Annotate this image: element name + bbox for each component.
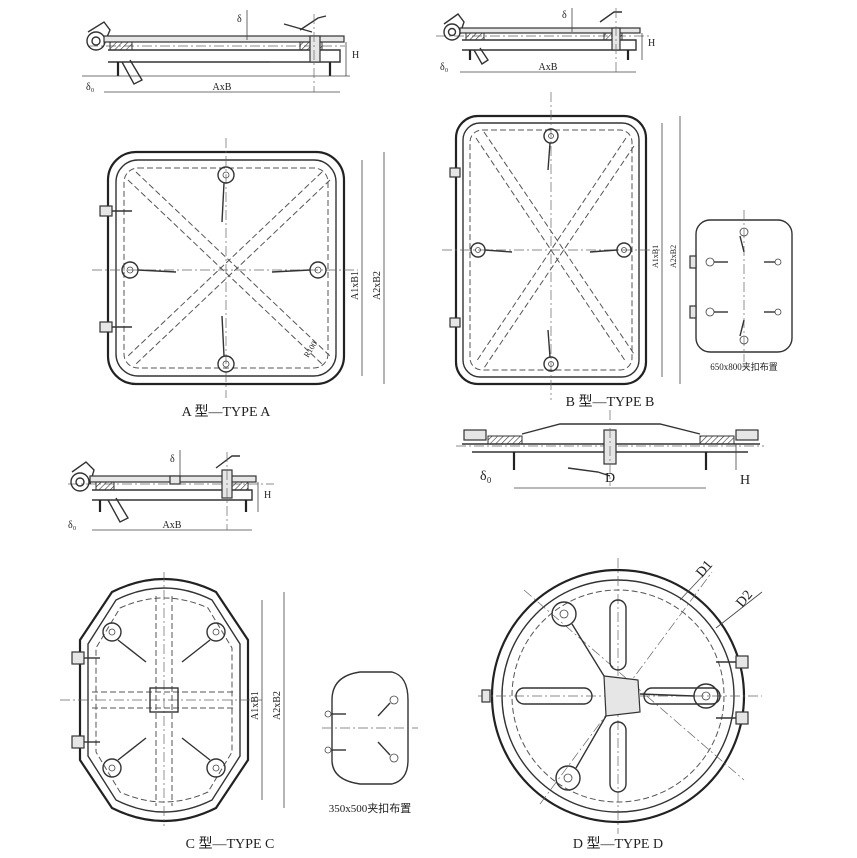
type-b-dim-a2xb2: A2xB2 (669, 245, 678, 268)
type-a-dim-a1xb1: A1xB1 (350, 271, 361, 300)
type-b-section-view: AxB δ₀ δ H (436, 8, 655, 73)
caption-type-c: C 型—TYPE C (186, 836, 275, 852)
type-c-dim-h: H (264, 490, 271, 501)
type-d-dim-d1: D1 (694, 558, 716, 581)
layout-650x800-view (689, 210, 793, 362)
type-c-dim-delta0: δ₀ (68, 520, 77, 531)
type-b-dim-h: H (648, 38, 655, 49)
type-d-clamp-bottom (555, 715, 607, 791)
type-a-plan-view: A1xB1 A2xB2 R100 (92, 138, 385, 398)
type-a-dim-delta: δ (237, 14, 242, 25)
type-a-clamp-bottom (217, 315, 235, 373)
type-d-section-view: D δ₀ H (456, 410, 764, 489)
type-a-section-view: AxB δ₀ δ H (82, 10, 359, 93)
type-b-clamp-right (589, 242, 632, 258)
caption-layout-650x800: 650x800夹扣布置 (710, 361, 778, 372)
type-d-dim-delta0: δ₀ (480, 469, 492, 484)
type-c-clamp-tl (102, 622, 147, 663)
type-b-clamp-bottom (543, 329, 559, 372)
type-c-clamp-tr (181, 622, 226, 663)
type-d-dim-d: D (605, 471, 615, 486)
type-b-dim-a1xb1: A1xB1 (651, 245, 660, 268)
type-a-clamp-right (271, 261, 327, 279)
type-c-dim-a1xb1: A1xB1 (250, 691, 261, 720)
type-c-section-view: AxB δ₀ δ H (68, 450, 274, 531)
type-d-clamp-right (639, 683, 719, 709)
type-d-dim-d2: D2 (734, 588, 756, 611)
type-a-dim-axb: AxB (213, 82, 232, 93)
type-b-plan-view: A1xB1 A2xB2 (442, 92, 681, 400)
type-a-clamp-left (121, 261, 177, 279)
type-d-dim-h: H (740, 473, 750, 488)
type-b-dim-delta0: δ₀ (440, 62, 449, 73)
type-a-dim-h: H (352, 50, 359, 61)
type-c-dim-axb: AxB (163, 520, 182, 531)
type-a-clamp-top (217, 166, 235, 223)
type-b-clamp-left (470, 242, 513, 258)
layout-350x500-view (322, 671, 418, 785)
type-c-dim-delta: δ (170, 454, 175, 465)
type-c-clamp-bl (102, 737, 147, 778)
caption-type-b: B 型—TYPE B (566, 394, 655, 410)
caption-type-a: A 型—TYPE A (182, 404, 272, 420)
caption-type-d: D 型—TYPE D (573, 836, 663, 852)
type-c-dim-a2xb2: A2xB2 (272, 691, 283, 720)
type-b-dim-axb: AxB (539, 62, 558, 73)
type-c-plan-view: A1xB1 A2xB2 (60, 572, 285, 826)
type-a-dim-a2xb2: A2xB2 (372, 271, 383, 300)
type-c-clamp-br (181, 737, 226, 778)
type-d-plan-view: D1 D2 (478, 558, 763, 834)
type-d-clamp-top (551, 601, 605, 677)
type-a-dim-delta0: δ₀ (86, 82, 95, 93)
caption-layout-350x500: 350x500夹扣布置 (329, 801, 412, 815)
type-b-dim-delta: δ (562, 10, 567, 21)
type-b-clamp-top (543, 128, 559, 171)
